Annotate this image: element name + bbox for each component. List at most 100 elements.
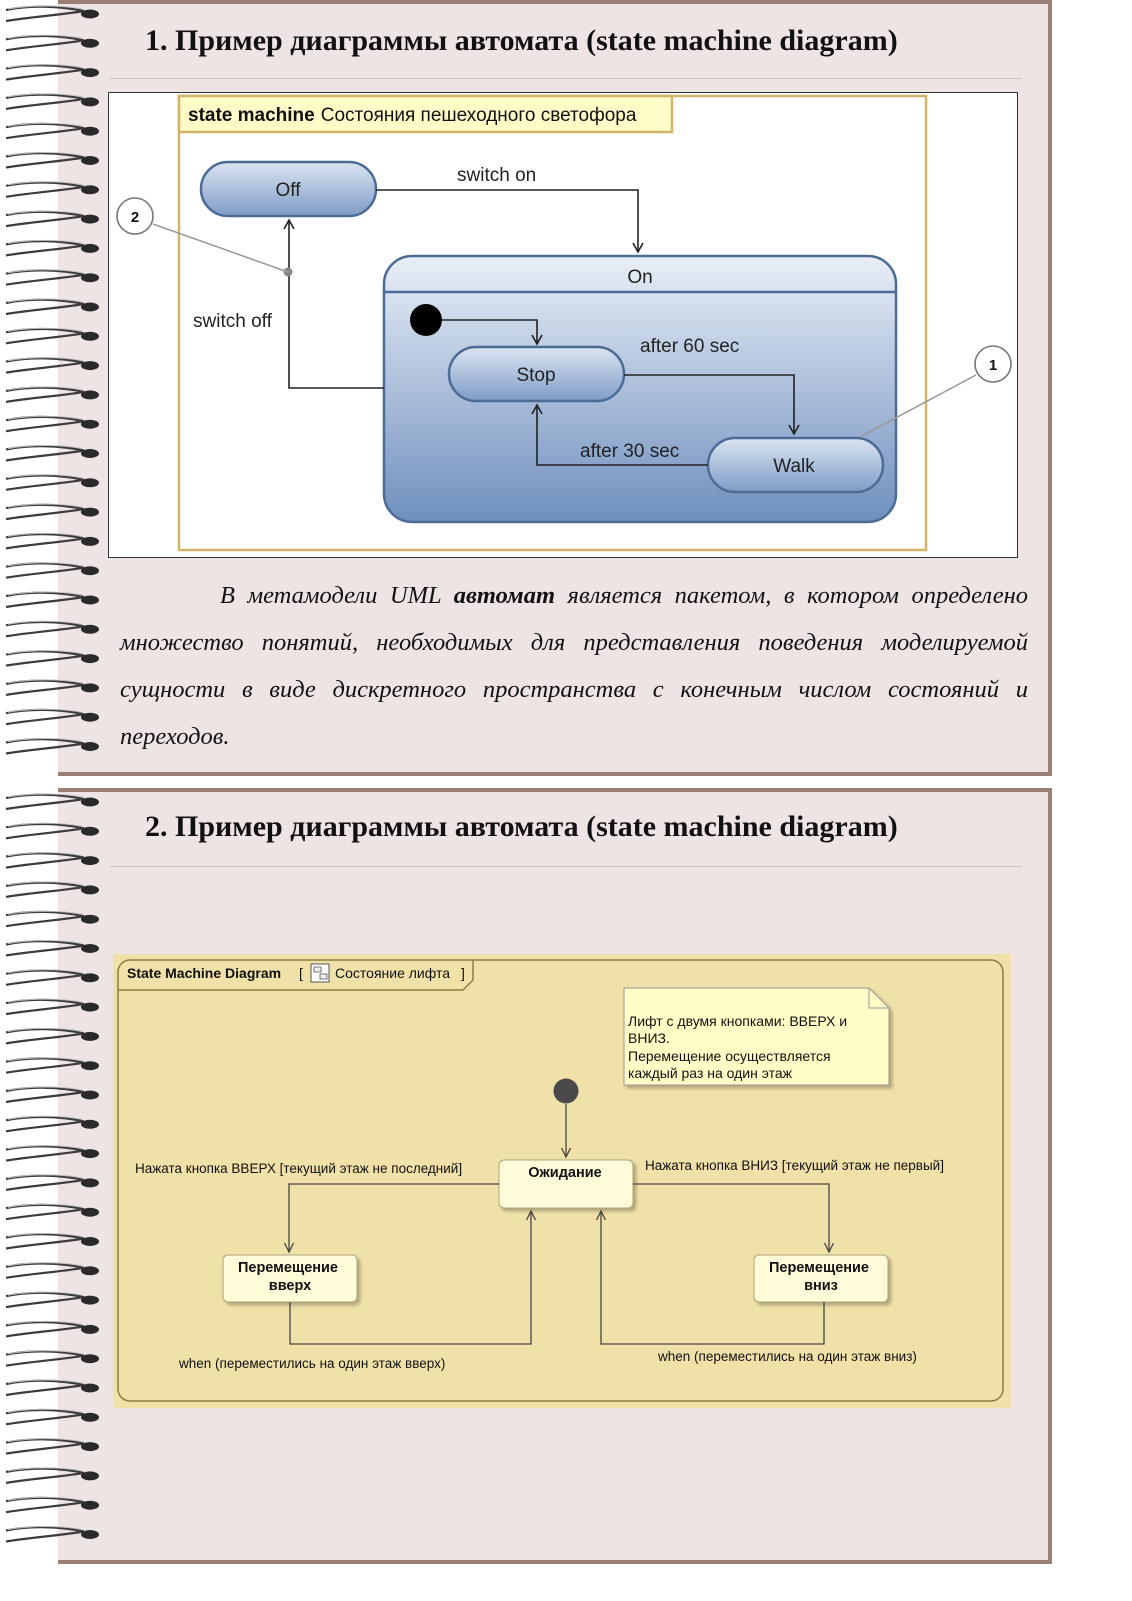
binding-ring (5, 940, 99, 957)
note-line-3: Перемещение осуществляется (628, 1048, 831, 1064)
traffic-light-diagram-svg: state machine Состояния пешеходного свето… (108, 92, 1018, 558)
binding-ring (5, 1086, 99, 1104)
note-text: Лифт с двумя кнопками: ВВЕРХ и ВНИЗ. Пер… (628, 1013, 851, 1081)
state-on-label: On (627, 267, 652, 288)
binding-ring (5, 357, 99, 374)
slide-2-title: 2. Пример диаграммы автомата (state mach… (145, 810, 898, 843)
transition-when-down (595, 1209, 825, 1345)
callout-1 (974, 345, 1012, 383)
binding-ring (5, 445, 99, 462)
binding-rings (5, 5, 99, 755)
note-line-1: Лифт с двумя кнопками: ВВЕРХ и (628, 1013, 847, 1029)
binding-ring (5, 415, 99, 433)
binding-ring (5, 474, 99, 491)
state-machine-icon (310, 963, 330, 983)
spiral-binding (0, 788, 110, 1564)
state-stop (447, 345, 626, 403)
binding-ring (5, 1350, 99, 1367)
binding-ring (5, 1408, 99, 1426)
state-off (199, 160, 378, 218)
binding-ring (5, 181, 99, 198)
binding-ring (5, 1291, 99, 1309)
transition-when-down-label: when (переместились на один этаж вниз) (657, 1349, 917, 1364)
binding-ring (5, 650, 99, 667)
binding-ring (5, 269, 99, 286)
frame-tab (177, 94, 674, 134)
frame-tab (118, 960, 474, 991)
frame-name: Состояние лифта (335, 965, 450, 981)
binding-ring (5, 793, 99, 811)
binding-ring (5, 881, 99, 898)
frame-bracket-close: ] (461, 965, 465, 981)
binding-ring (5, 620, 99, 638)
state-walk-label: Walk (773, 456, 815, 477)
binding-ring (5, 1233, 99, 1250)
transition-switch-on (376, 189, 644, 254)
frame-name: Состояния пешеходного светофора (321, 105, 637, 126)
binding-ring (5, 969, 99, 986)
transition-press-up (283, 1183, 499, 1254)
transition-press-down (633, 1183, 835, 1254)
state-moving-down-line-2: вниз (804, 1278, 838, 1294)
binding-ring (5, 298, 99, 316)
binding-ring (5, 822, 99, 840)
binding-ring (5, 64, 99, 81)
slide-1: 1. Пример диаграммы автомата (state mach… (0, 0, 1052, 776)
transition-when-up-label: when (переместились на один этаж вверх) (178, 1356, 445, 1371)
binding-ring (5, 679, 99, 696)
state-moving-down-line-1: Перемещение (769, 1260, 869, 1276)
callout-2-number: 2 (131, 209, 139, 226)
binding-ring (5, 386, 99, 403)
frame-bracket-open: [ (299, 965, 303, 981)
spiral-binding (0, 0, 110, 776)
state-off-label: Off (276, 180, 302, 201)
binding-ring (5, 1467, 99, 1484)
note-line-2: ВНИЗ. (628, 1030, 670, 1046)
transition-press-down-label: Нажата кнопка ВНИЗ [текущий этаж не перв… (645, 1158, 944, 1173)
transition-initial (442, 319, 543, 346)
state-moving-down-label: Перемещение вниз (769, 1260, 873, 1294)
title-rule (110, 866, 1022, 867)
binding-ring (5, 1262, 99, 1279)
traffic-light-diagram: state machine Состояния пешеходного свето… (108, 92, 1018, 558)
state-stop-label: Stop (516, 365, 555, 386)
transition-switch-on-label: switch on (457, 165, 536, 186)
transition-after-30-label: after 30 sec (580, 441, 679, 462)
frame-title: state machine Состояния пешеходного свето… (188, 105, 637, 126)
slide-1-title: 1. Пример диаграммы автомата (state mach… (145, 24, 898, 57)
frame-label: State Machine Diagram (127, 965, 281, 981)
transition-after-60 (624, 374, 800, 436)
binding-ring (5, 1496, 99, 1514)
binding-ring (5, 1203, 99, 1221)
binding-ring (5, 122, 99, 140)
binding-ring (5, 1115, 99, 1133)
frame-keyword: state machine (188, 105, 315, 126)
binding-ring (5, 1027, 99, 1045)
binding-ring (5, 503, 99, 521)
transition-press-up-label: Нажата кнопка ВВЕРХ [текущий этаж не пос… (135, 1161, 462, 1176)
binding-ring (5, 210, 99, 228)
elevator-diagram-svg: State Machine Diagram [ Состояние лифта … (113, 954, 1011, 1408)
elevator-diagram: State Machine Diagram [ Состояние лифта … (113, 954, 1011, 1408)
binding-ring (5, 738, 99, 755)
binding-ring (5, 1379, 99, 1397)
binding-ring (5, 5, 99, 23)
note (623, 987, 890, 1086)
transition-after-30 (531, 403, 708, 466)
binding-ring (5, 1438, 99, 1455)
binding-ring (5, 562, 99, 579)
binding-ring (5, 152, 99, 169)
binding-ring (5, 34, 99, 52)
definition-text-1: В метамодели UML (220, 582, 454, 609)
initial-state (553, 1078, 579, 1104)
binding-ring (5, 910, 99, 928)
callout-2-leader (152, 223, 289, 273)
callout-1-leader (859, 374, 977, 438)
transition-when-up (289, 1209, 537, 1345)
binding-ring (5, 327, 99, 345)
state-moving-up-label: Перемещение вверх (238, 1260, 342, 1294)
note-line-4: каждый раз на один этаж (628, 1065, 793, 1081)
binding-ring (5, 239, 99, 257)
transition-switch-off-label: switch off (193, 311, 273, 332)
state-waiting-label: Ожидание (528, 1165, 601, 1181)
